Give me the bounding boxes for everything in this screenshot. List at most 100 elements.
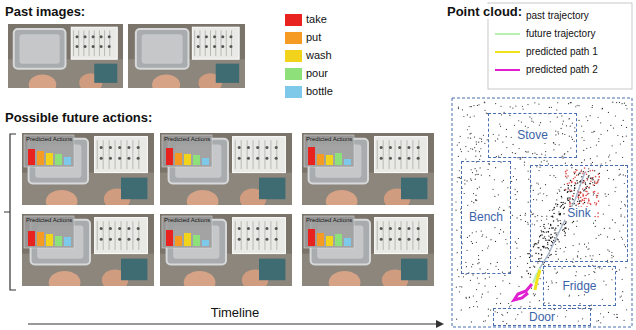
point — [623, 174, 624, 175]
point — [528, 273, 529, 274]
point — [534, 152, 535, 153]
point — [552, 210, 553, 211]
point — [470, 178, 471, 179]
legend-swatch — [285, 50, 302, 62]
point — [563, 229, 564, 230]
point — [517, 217, 518, 218]
point — [503, 231, 504, 232]
point — [540, 235, 541, 236]
drawing — [247, 146, 250, 149]
point — [471, 106, 472, 107]
point — [557, 225, 558, 226]
point — [556, 109, 557, 110]
drawing — [109, 30, 110, 56]
point — [617, 317, 618, 318]
point — [545, 154, 546, 155]
point — [572, 139, 573, 140]
point — [529, 301, 530, 302]
drawing — [398, 238, 401, 241]
point — [619, 297, 620, 298]
point — [515, 189, 516, 190]
point — [467, 205, 468, 206]
point — [562, 229, 563, 230]
point — [477, 263, 478, 264]
point — [542, 237, 543, 238]
point — [582, 199, 584, 201]
point — [569, 197, 570, 198]
point — [540, 249, 541, 250]
point — [534, 224, 535, 225]
point — [521, 276, 522, 277]
point — [495, 167, 496, 168]
point — [557, 272, 558, 273]
point — [539, 300, 540, 301]
point — [601, 268, 602, 269]
point — [533, 293, 534, 294]
point — [564, 154, 565, 155]
point — [598, 320, 599, 321]
drawing — [398, 157, 401, 160]
point — [581, 137, 582, 138]
point — [458, 108, 459, 109]
drawing — [205, 45, 208, 48]
point — [515, 168, 516, 169]
drawing — [395, 140, 396, 169]
point — [584, 167, 586, 169]
drawing — [265, 157, 268, 160]
point — [576, 170, 578, 172]
point — [565, 173, 567, 175]
point — [484, 143, 485, 144]
drawing — [247, 227, 250, 230]
drawing — [137, 227, 140, 230]
point — [564, 231, 565, 232]
region-box: Fridge — [543, 266, 616, 306]
point — [520, 158, 521, 159]
point — [573, 193, 574, 194]
point — [612, 219, 613, 220]
point — [579, 173, 580, 174]
drawing — [380, 157, 383, 160]
drawing — [100, 238, 103, 241]
point — [605, 162, 606, 163]
point — [469, 133, 470, 134]
drawing — [401, 221, 402, 250]
point — [562, 204, 563, 205]
point — [612, 145, 613, 146]
point — [471, 266, 472, 267]
arrow-head — [436, 320, 444, 328]
point — [534, 244, 535, 245]
point — [557, 117, 558, 118]
point — [478, 142, 479, 143]
point — [595, 220, 596, 221]
point — [519, 158, 520, 159]
point — [543, 160, 544, 161]
point — [620, 174, 621, 175]
point — [473, 105, 474, 106]
video-frame — [22, 133, 154, 213]
point — [572, 222, 573, 223]
point — [583, 195, 585, 197]
drawing — [100, 35, 103, 38]
point — [541, 234, 542, 235]
point — [544, 236, 545, 237]
drawing — [213, 35, 216, 38]
point — [609, 251, 610, 252]
drawing — [127, 157, 130, 160]
drawing — [108, 35, 111, 38]
point — [489, 175, 490, 176]
point — [479, 138, 480, 139]
drawing — [259, 140, 260, 169]
point — [521, 121, 522, 122]
point — [538, 242, 539, 243]
point — [578, 196, 580, 198]
bar — [317, 154, 324, 165]
point — [475, 174, 476, 175]
point — [501, 314, 502, 315]
point — [577, 182, 578, 183]
point — [540, 226, 541, 227]
point — [605, 284, 606, 285]
point — [553, 143, 554, 144]
point — [547, 244, 548, 245]
point — [577, 196, 579, 198]
point — [622, 279, 623, 280]
